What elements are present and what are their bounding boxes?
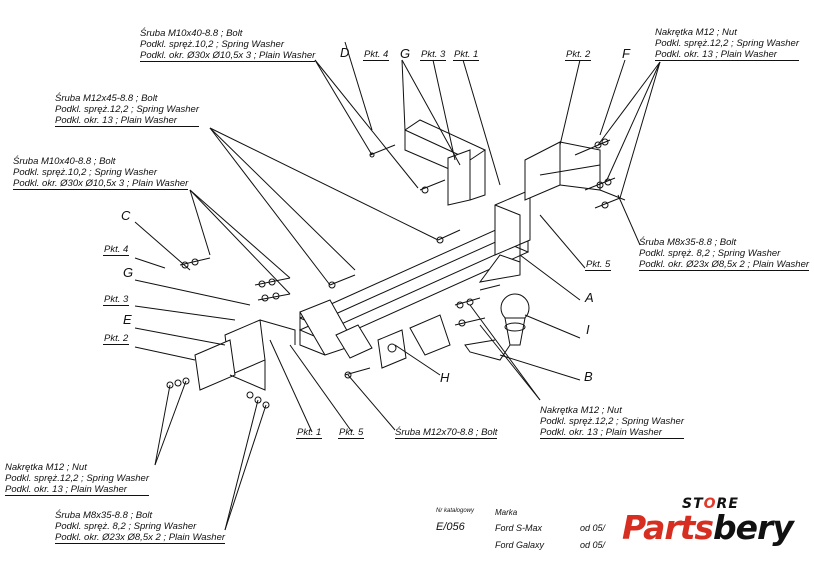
model-1: Ford S-Max — [495, 523, 543, 533]
letter-d: D — [340, 45, 350, 60]
pkt3-top-label: Pkt. 3 — [420, 49, 447, 61]
left-bolt-callout: Śruba M10x40-8.8 ; Bolt Podkl. spręż.10,… — [13, 156, 189, 190]
top-right-nut-callout: Nakrętka M12 ; Nut Podkl. spręż.12,2 ; S… — [655, 27, 799, 61]
letter-i: I — [586, 322, 590, 337]
center-nut-callout: Nakrętka M12 ; Nut Podkl. spręż.12,2 ; S… — [540, 405, 684, 439]
pkt5-bottom-label: Pkt. 5 — [338, 427, 365, 439]
pkt1-bottom-label: Pkt. 1 — [296, 427, 323, 439]
letter-c: C — [121, 208, 131, 223]
letter-f: F — [622, 46, 630, 61]
pkt4-top-label: Pkt. 4 — [363, 49, 390, 61]
logo-store-text: STORE — [682, 496, 739, 512]
date-1: od 05/ — [580, 523, 606, 533]
center-bolt-callout: Śruba M12x70-8.8 ; Bolt — [395, 427, 498, 439]
m12-bolt-callout: Śruba M12x45-8.8 ; Bolt Podkl. spręż.12,… — [55, 93, 199, 127]
pkt2-left-label: Pkt. 2 — [103, 333, 130, 345]
logo-brand-text: Partsbery — [622, 508, 794, 547]
brand-label: Marka — [495, 508, 518, 517]
bottom-left-nut-callout: Nakrętka M12 ; Nut Podkl. spręż.12,2 ; S… — [5, 462, 149, 496]
pkt3-left-label: Pkt. 3 — [103, 294, 130, 306]
model-2: Ford Galaxy — [495, 540, 545, 550]
pkt5-right-label: Pkt. 5 — [585, 259, 612, 271]
letter-g-left: G — [123, 265, 134, 280]
pkt2-top-label: Pkt. 2 — [565, 49, 592, 61]
date-2: od 05/ — [580, 540, 606, 550]
right-bolt-callout: Śruba M8x35-8.8 ; Bolt Podkl. spręż. 8,2… — [639, 237, 810, 271]
pkt4-left-label: Pkt. 4 — [103, 244, 130, 256]
letter-e: E — [123, 312, 132, 327]
letter-a: A — [585, 290, 594, 305]
catalog-number-value: E/056 — [436, 521, 465, 533]
partsbery-logo: STORE Partsbery — [622, 496, 798, 556]
letter-g-top: G — [400, 46, 411, 61]
top-left-bolt-callout: Śruba M10x40-8.8 ; Bolt Podkl. spręż.10,… — [140, 28, 316, 62]
letter-b: B — [584, 369, 593, 384]
letter-h: H — [440, 370, 450, 385]
bottom-left-bolt-callout: Śruba M8x35-8.8 ; Bolt Podkl. spręż. 8,2… — [55, 510, 226, 544]
catalog-number-label: Nr katalogowy — [436, 508, 475, 514]
pkt1-top-label: Pkt. 1 — [453, 49, 480, 61]
